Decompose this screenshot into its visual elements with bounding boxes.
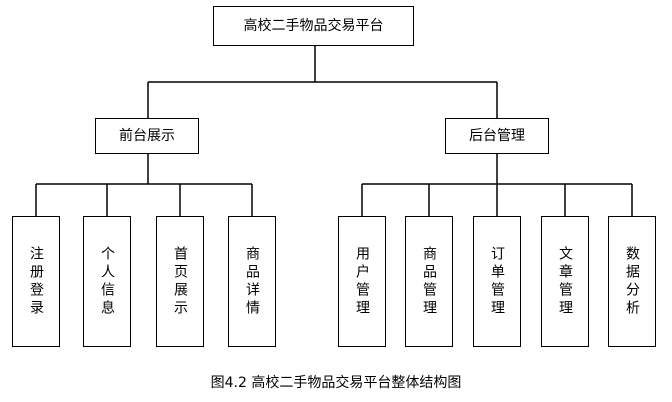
root-node: 高校二手物品交易平台 [213,6,414,46]
leaf-node-label: 文章管理 [557,245,573,318]
branch-node-frontend: 前台展示 [95,118,199,154]
leaf-node: 订单管理 [473,216,521,347]
leaf-node-label: 商品管理 [421,245,437,318]
leaf-node-label: 注册登录 [28,245,44,318]
leaf-node: 商品管理 [405,216,453,347]
leaf-node-label: 首页展示 [172,245,188,318]
leaf-node: 文章管理 [541,216,589,347]
leaf-node: 数据分析 [608,216,656,347]
leaf-node-label: 个人信息 [99,245,115,318]
leaf-node: 首页展示 [156,216,204,347]
leaf-node-label: 订单管理 [489,245,505,318]
branch-node-backend: 后台管理 [445,118,549,154]
figure-caption: 图4.2 高校二手物品交易平台整体结构图 [210,375,462,391]
leaf-node: 用户管理 [338,216,386,347]
leaf-node: 个人信息 [83,216,131,347]
leaf-node: 商品详情 [228,216,276,347]
leaf-node-label: 商品详情 [244,245,260,318]
leaf-node-label: 数据分析 [624,245,640,318]
leaf-node-label: 用户管理 [354,245,370,318]
branch-node-backend-label: 后台管理 [469,128,525,144]
branch-node-frontend-label: 前台展示 [119,128,175,144]
leaf-node: 注册登录 [12,216,60,347]
root-node-label: 高校二手物品交易平台 [243,18,384,34]
